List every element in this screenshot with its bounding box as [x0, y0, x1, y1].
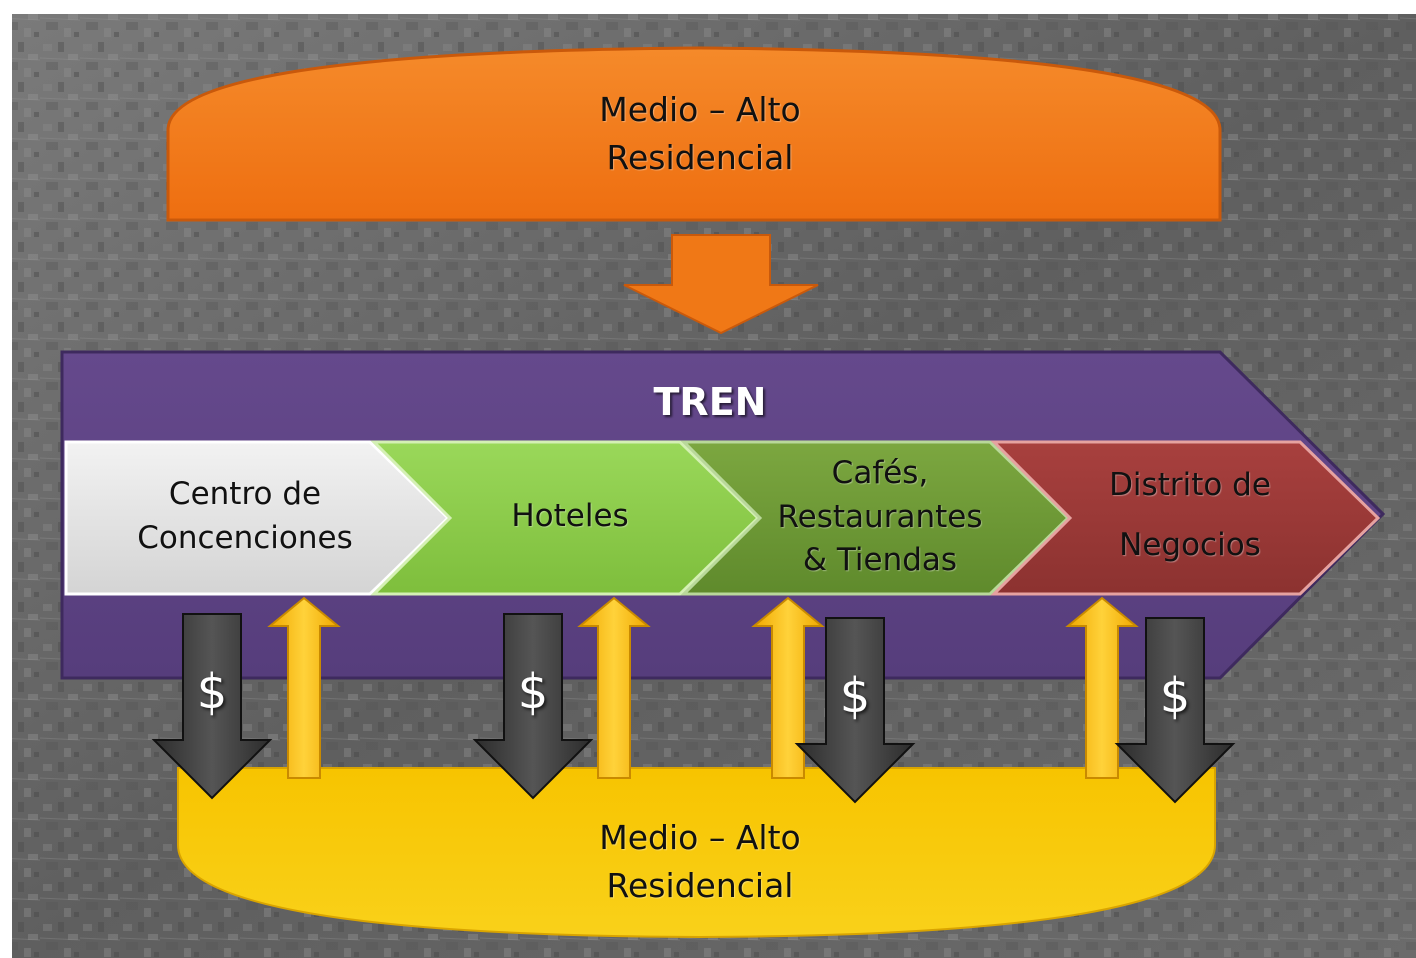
station-business-line2: Negocios: [1119, 527, 1261, 563]
dollar-sign-1: $: [196, 664, 228, 720]
up-arrow-3: [751, 596, 825, 779]
bottom-residential-line1: Medio – Alto: [599, 818, 801, 857]
station-chevron-hotels: [370, 440, 761, 596]
up-arrow-4: [1065, 596, 1139, 779]
dollar-sign-4: $: [1159, 668, 1191, 724]
up-arrow-2: [577, 596, 651, 779]
dollar-sign-2: $: [517, 664, 549, 720]
station-concessions-line2: Concenciones: [137, 520, 353, 556]
top-residential-line2: Residencial: [606, 138, 794, 177]
bottom-residential-line2: Residencial: [606, 866, 794, 905]
top-residential-line1: Medio – Alto: [599, 90, 801, 129]
station-cafes-line3: & Tiendas: [802, 542, 958, 578]
station-chevron-concessions: [64, 440, 451, 596]
station-chevron-business: [990, 440, 1381, 596]
top-residential-block: [166, 46, 1222, 222]
station-hotels-label: Hoteles: [511, 498, 629, 534]
money-down-arrow-1: [151, 613, 273, 800]
money-down-arrow-2: [472, 613, 594, 800]
station-chevron-cafes: [680, 440, 1071, 596]
station-business-line1: Distrito de: [1109, 467, 1271, 503]
orange-down-arrow: [623, 234, 819, 335]
station-concessions-line1: Centro de: [168, 476, 322, 512]
station-cafes-line2: Restaurantes: [777, 499, 983, 535]
dollar-sign-3: $: [839, 668, 871, 724]
bottom-residential-block: [177, 767, 1216, 939]
money-down-arrow-3: [794, 617, 916, 804]
money-down-arrow-4: [1114, 617, 1236, 804]
train-label: TREN: [653, 380, 767, 424]
up-arrow-1: [267, 596, 341, 779]
station-cafes-line1: Cafés,: [831, 455, 929, 491]
